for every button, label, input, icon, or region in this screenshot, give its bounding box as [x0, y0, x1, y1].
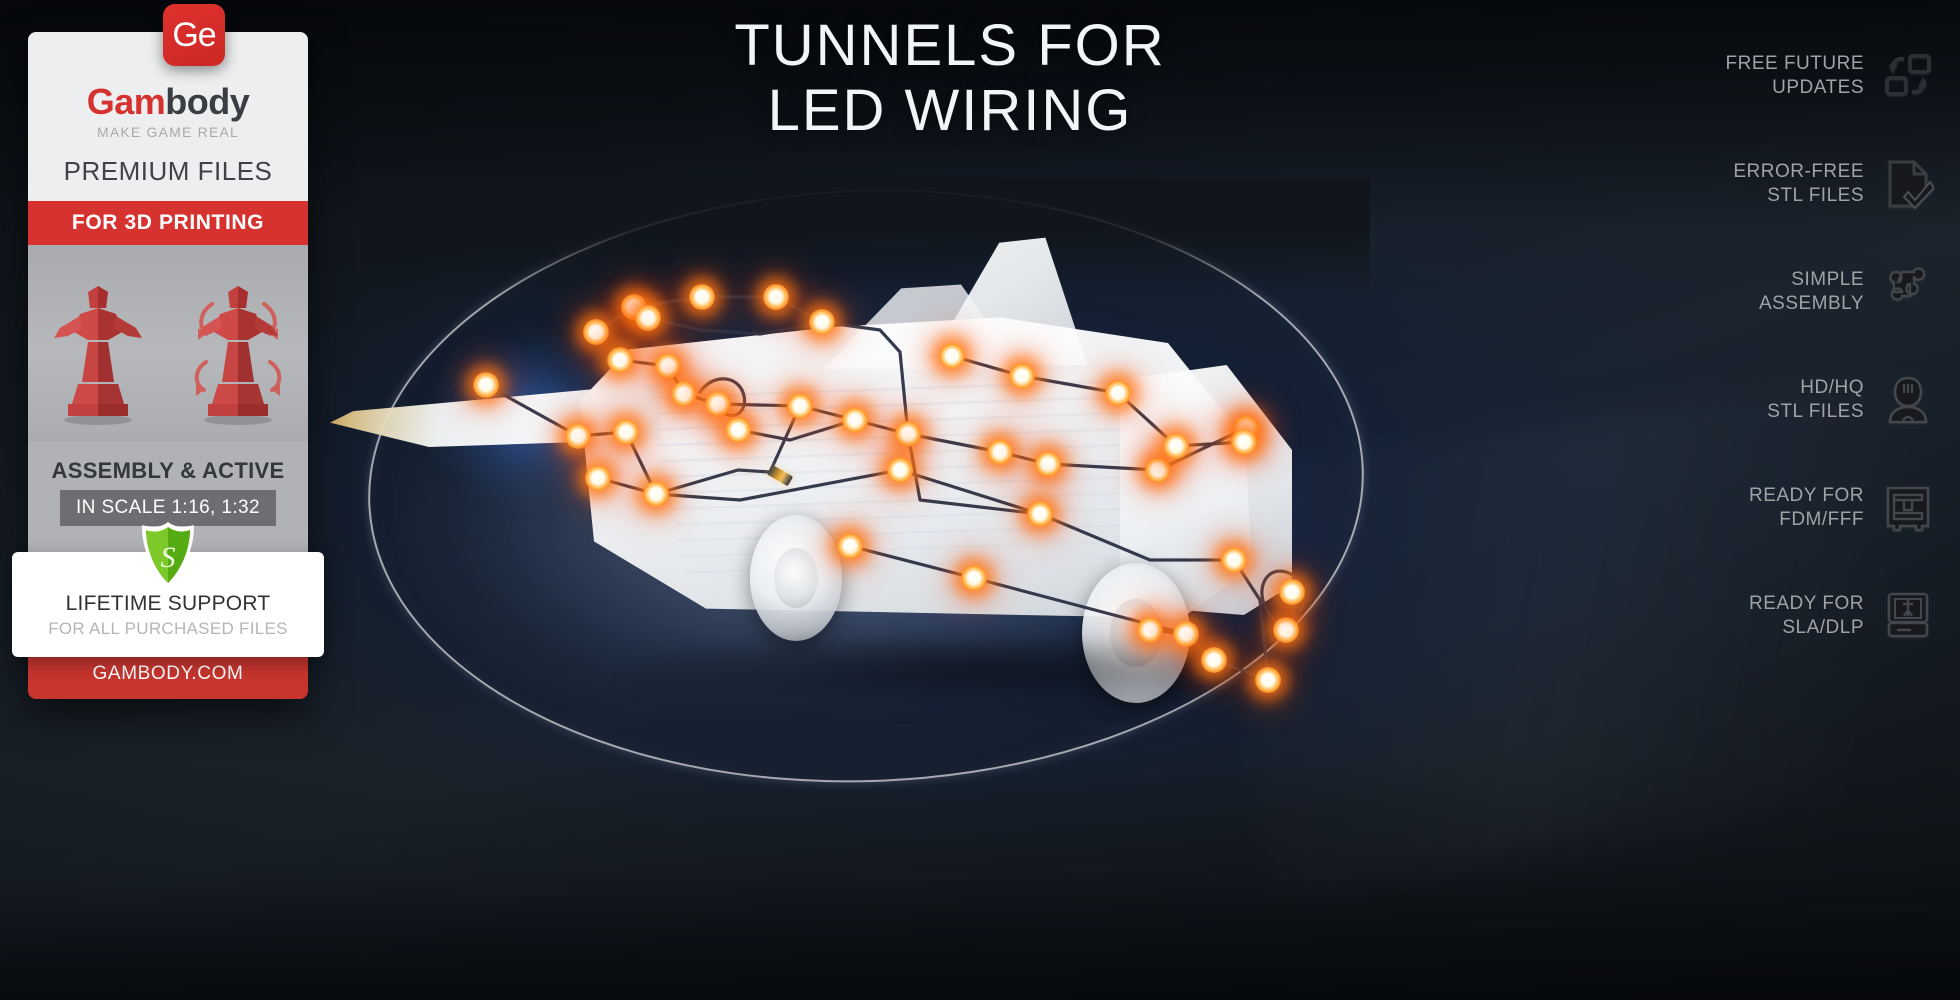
promo-card-header: Gambody MAKE GAME REAL PREMIUM FILES — [28, 32, 308, 201]
led-node — [585, 465, 611, 491]
led-node — [1145, 457, 1171, 483]
sync-updates-icon — [1880, 48, 1936, 104]
feature-label-line1: SIMPLE — [1791, 269, 1864, 291]
led-node — [1173, 621, 1199, 647]
for-3d-printing-banner: FOR 3D PRINTING — [28, 201, 308, 245]
led-node — [705, 391, 731, 417]
feature-label: HD/HQ STL FILES — [1767, 376, 1864, 424]
sla-printer-icon — [1880, 588, 1936, 644]
led-node — [1201, 647, 1227, 673]
feature-list: FREE FUTURE UPDATES ERROR-FREE STL FILES — [1686, 22, 1936, 670]
feature-item-hd-hq-stl: HD/HQ STL FILES — [1686, 346, 1936, 454]
figurine-illustrations — [28, 245, 308, 442]
led-node — [1027, 501, 1053, 527]
bust-figure-icon — [1880, 372, 1936, 428]
feature-label: FREE FUTURE UPDATES — [1726, 52, 1865, 100]
led-node — [809, 309, 835, 335]
led-node — [961, 565, 987, 591]
led-node — [1137, 617, 1163, 643]
feature-label: READY FOR SLA/DLP — [1749, 592, 1864, 640]
feature-label-line1: FREE FUTURE — [1725, 53, 1864, 75]
feature-label-line2: FDM/FFF — [1779, 509, 1864, 530]
feature-item-free-future-updates: FREE FUTURE UPDATES — [1686, 22, 1936, 130]
feature-item-ready-sla-dlp: READY FOR SLA/DLP — [1686, 562, 1936, 670]
led-node — [671, 381, 697, 407]
assembly-active-label: ASSEMBLY & ACTIVE — [28, 442, 308, 490]
scale-badge: IN SCALE 1:16, 1:32 — [60, 490, 276, 526]
svg-text:S: S — [161, 541, 176, 574]
led-node — [887, 457, 913, 483]
page-title-line2: LED WIRING — [767, 77, 1133, 143]
led-node — [689, 284, 715, 310]
led-node — [895, 421, 921, 447]
led-node — [939, 343, 965, 369]
lifetime-support-panel: S LIFETIME SUPPORT FOR ALL PURCHASED FIL… — [12, 522, 324, 657]
led-node — [1273, 617, 1299, 643]
led-node — [655, 353, 681, 379]
feature-item-simple-assembly: SIMPLE ASSEMBLY — [1686, 238, 1936, 346]
led-node — [1279, 579, 1305, 605]
feature-item-error-free-stl: ERROR-FREE STL FILES — [1686, 130, 1936, 238]
ring-top-fade — [360, 178, 1370, 298]
led-node — [987, 439, 1013, 465]
led-node — [787, 393, 813, 419]
feature-label: SIMPLE ASSEMBLY — [1759, 268, 1864, 316]
led-node — [607, 347, 633, 373]
page-title: TUNNELS FOR LED WIRING — [640, 13, 1260, 144]
document-check-icon — [1880, 156, 1936, 212]
background-bottom-shade — [0, 760, 1960, 1000]
led-node — [1255, 667, 1281, 693]
feature-label-line2: STL FILES — [1767, 185, 1864, 206]
gambody-logo-badge: Ge — [163, 4, 225, 66]
feature-label-line1: HD/HQ — [1800, 377, 1864, 399]
led-node — [643, 481, 669, 507]
feature-label: ERROR-FREE STL FILES — [1733, 160, 1864, 208]
feature-label: READY FOR FDM/FFF — [1749, 484, 1864, 532]
led-node — [635, 305, 661, 331]
figurine-static-icon — [54, 286, 142, 425]
fdm-printer-icon — [1880, 480, 1936, 536]
brand-wordmark-dark: body — [165, 81, 250, 122]
led-node — [837, 533, 863, 559]
feature-label-line2: STL FILES — [1767, 401, 1864, 422]
led-node — [583, 319, 609, 345]
led-node — [1105, 380, 1131, 406]
figurine-articulated-icon — [194, 286, 282, 425]
feature-label-line2: ASSEMBLY — [1758, 293, 1864, 314]
model-wheel-front — [750, 515, 842, 641]
lifetime-support-title: LIFETIME SUPPORT — [65, 592, 271, 615]
led-node — [565, 423, 591, 449]
gambody-website-footer[interactable]: GAMBODY.COM — [28, 651, 308, 699]
led-node — [1035, 451, 1061, 477]
led-node — [763, 284, 789, 310]
led-node — [1221, 547, 1247, 573]
puzzle-piece-icon — [1880, 264, 1936, 320]
led-node — [613, 419, 639, 445]
feature-label-line1: ERROR-FREE — [1733, 161, 1864, 183]
feature-label-line2: UPDATES — [1772, 77, 1864, 98]
led-node — [1163, 433, 1189, 459]
premium-files-label: PREMIUM FILES — [63, 156, 273, 186]
shield-icon: S — [141, 522, 195, 588]
brand-wordmark-red: Gam — [86, 81, 166, 122]
led-node — [842, 407, 868, 433]
led-node — [1231, 429, 1257, 455]
logo-text: Ge — [172, 15, 216, 54]
feature-label-line2: SLA/DLP — [1782, 617, 1864, 638]
feature-item-ready-fdm-fff: READY FOR FDM/FFF — [1686, 454, 1936, 562]
page-title-line1: TUNNELS FOR — [734, 13, 1166, 78]
lifetime-support-subtitle: FOR ALL PURCHASED FILES — [48, 619, 288, 638]
feature-label-line1: READY FOR — [1748, 593, 1864, 615]
led-node — [725, 417, 751, 443]
scale-row: IN SCALE 1:16, 1:32 — [28, 490, 308, 552]
led-node — [1009, 363, 1035, 389]
promo-card: Ge Gambody MAKE GAME REAL PREMIUM FILES … — [12, 4, 324, 699]
feature-label-line1: READY FOR — [1748, 485, 1864, 507]
brand-tagline: MAKE GAME REAL — [96, 124, 240, 140]
brand-wordmark: Gambody — [28, 84, 308, 120]
led-node — [473, 372, 499, 398]
